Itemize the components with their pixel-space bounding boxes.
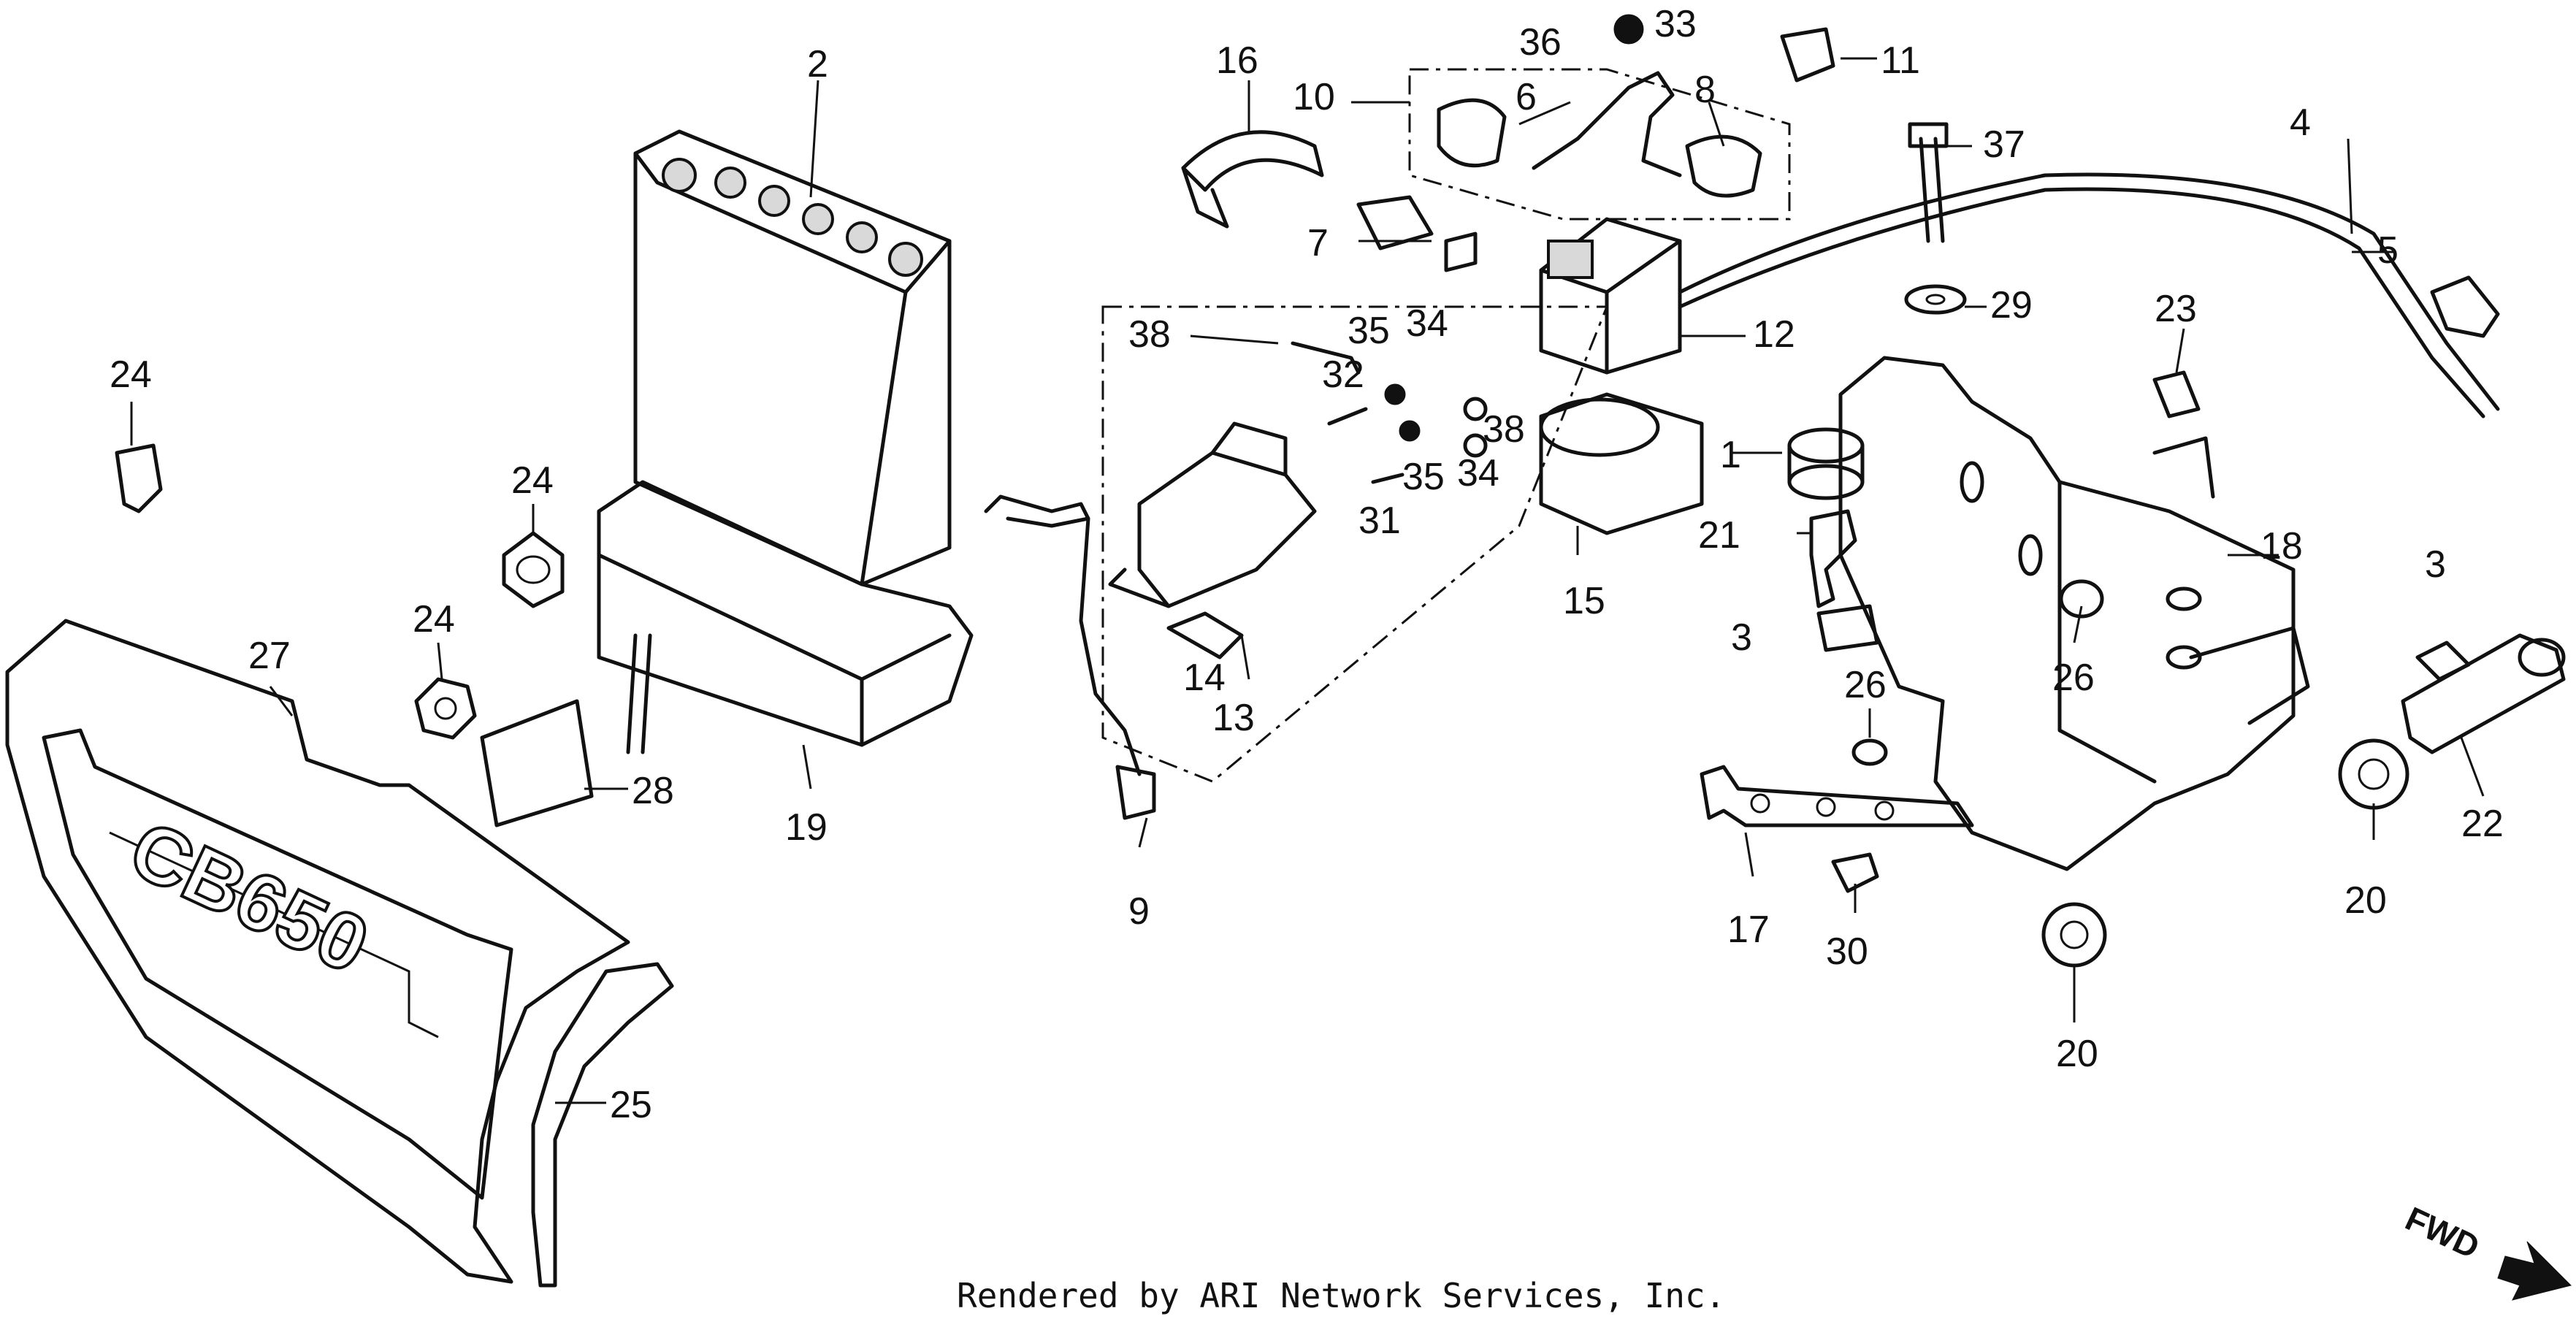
callout-6: 6 <box>1516 76 1537 118</box>
battery-cap-icon <box>802 203 834 235</box>
callout-37: 37 <box>1983 123 2025 166</box>
washer-icon <box>1463 397 1488 421</box>
callout-8: 8 <box>1694 69 1716 111</box>
callout-10: 10 <box>1293 76 1335 118</box>
callout-5: 5 <box>2377 229 2399 272</box>
stay-17 <box>1700 765 1974 827</box>
callout-27: 27 <box>248 635 291 677</box>
callout-32: 32 <box>1322 353 1364 396</box>
callout-23: 23 <box>2155 288 2197 330</box>
grommet-20a <box>2338 738 2409 810</box>
callout-22: 22 <box>2461 803 2504 845</box>
callout-3b: 3 <box>2425 543 2446 586</box>
cover-badge: CB650 <box>117 803 381 990</box>
callout-19: 19 <box>785 806 828 849</box>
callout-21: 21 <box>1698 514 1740 557</box>
cushion-3b <box>2415 641 2471 681</box>
callout-24c: 24 <box>413 598 455 641</box>
callout-4: 4 <box>2290 102 2311 144</box>
nut-24c <box>414 677 477 740</box>
callout-26b: 26 <box>2052 657 2095 699</box>
rubber-mount-1 <box>1787 427 1865 500</box>
callout-26a: 26 <box>1844 664 1887 706</box>
bolt-37 <box>1908 122 1949 243</box>
battery-tray <box>597 480 974 754</box>
battery-box <box>1838 356 2310 871</box>
washer-26a <box>1851 738 1888 766</box>
callout-38b: 38 <box>1483 408 1525 451</box>
starter-cable <box>1678 172 2500 418</box>
bolt-30 <box>1831 852 1879 893</box>
callout-3a: 3 <box>1731 616 1752 659</box>
callout-31: 31 <box>1358 500 1401 542</box>
callout-20b: 20 <box>2056 1033 2098 1075</box>
washer-29 <box>1904 284 1967 315</box>
grommet-20b <box>2041 902 2107 968</box>
battery-terminal-icon <box>662 158 697 193</box>
bracket-21 <box>1809 509 1857 608</box>
callout-2: 2 <box>807 43 828 85</box>
fuse-box-group <box>1101 305 1609 783</box>
callout-20a: 20 <box>2344 879 2387 922</box>
callout-15: 15 <box>1563 580 1605 622</box>
callout-18: 18 <box>2260 525 2303 567</box>
label-plate <box>480 699 594 827</box>
callout-35a: 35 <box>1348 310 1390 352</box>
callout-34a: 34 <box>1406 302 1448 345</box>
arrow-right-icon <box>2497 1241 2572 1301</box>
callout-36: 36 <box>1519 21 1562 64</box>
cushion-23 <box>2152 370 2201 418</box>
battery-cap-icon <box>846 221 878 253</box>
battery-band <box>1181 130 1324 229</box>
callout-28: 28 <box>632 770 674 812</box>
callout-29: 29 <box>1990 284 2033 326</box>
terminal-boot-5 <box>2430 275 2500 338</box>
callout-38a: 38 <box>1128 313 1171 356</box>
callout-11: 11 <box>1881 39 1920 82</box>
callout-25: 25 <box>610 1084 652 1126</box>
callout-30: 30 <box>1826 930 1868 973</box>
battery <box>633 129 952 586</box>
battery-cap-icon <box>758 185 790 217</box>
washer-icon <box>1463 433 1488 458</box>
nut-icon <box>1399 420 1421 442</box>
clip-icon <box>1780 27 1835 83</box>
leader-lines <box>130 20 2485 1104</box>
callout-34b: 34 <box>1457 452 1499 494</box>
callout-labels: 1 2 3 3 4 5 6 7 8 9 10 11 12 13 14 15 16… <box>110 3 2504 1126</box>
callout-14: 14 <box>1183 657 1226 699</box>
cover-trim <box>531 962 674 1288</box>
battery-terminal-icon <box>888 242 923 277</box>
callout-24b: 24 <box>511 459 554 502</box>
callout-24a: 24 <box>110 353 152 396</box>
callout-12: 12 <box>1753 313 1795 356</box>
callout-33: 33 <box>1654 3 1697 45</box>
cushion-3a <box>1816 604 1879 652</box>
nut-icon <box>1384 383 1406 405</box>
grommet-24b <box>502 531 565 608</box>
callout-9: 9 <box>1128 890 1150 933</box>
grommet-24a <box>115 443 163 513</box>
cap-icon <box>1613 14 1644 45</box>
callout-13: 13 <box>1212 697 1255 739</box>
battery-cap-icon <box>714 167 746 199</box>
credit-line: Rendered by ARI Network Services, Inc. <box>957 1276 1725 1315</box>
callout-35b: 35 <box>1402 456 1445 498</box>
rubber-cap <box>1356 195 1478 272</box>
regulator <box>1539 392 1704 535</box>
relay-assembly-group <box>1408 14 1835 221</box>
fuse-14 <box>1166 611 1244 660</box>
callout-17: 17 <box>1727 909 1770 951</box>
starter-relay <box>1539 217 1682 375</box>
forward-direction-indicator: FWD <box>2400 1199 2572 1301</box>
callout-1: 1 <box>1720 434 1741 476</box>
collar-22 <box>2401 633 2566 754</box>
fwd-label: FWD <box>2400 1199 2485 1266</box>
callout-7: 7 <box>1307 222 1329 264</box>
callout-16: 16 <box>1216 39 1258 82</box>
ground-cable <box>984 494 1156 820</box>
